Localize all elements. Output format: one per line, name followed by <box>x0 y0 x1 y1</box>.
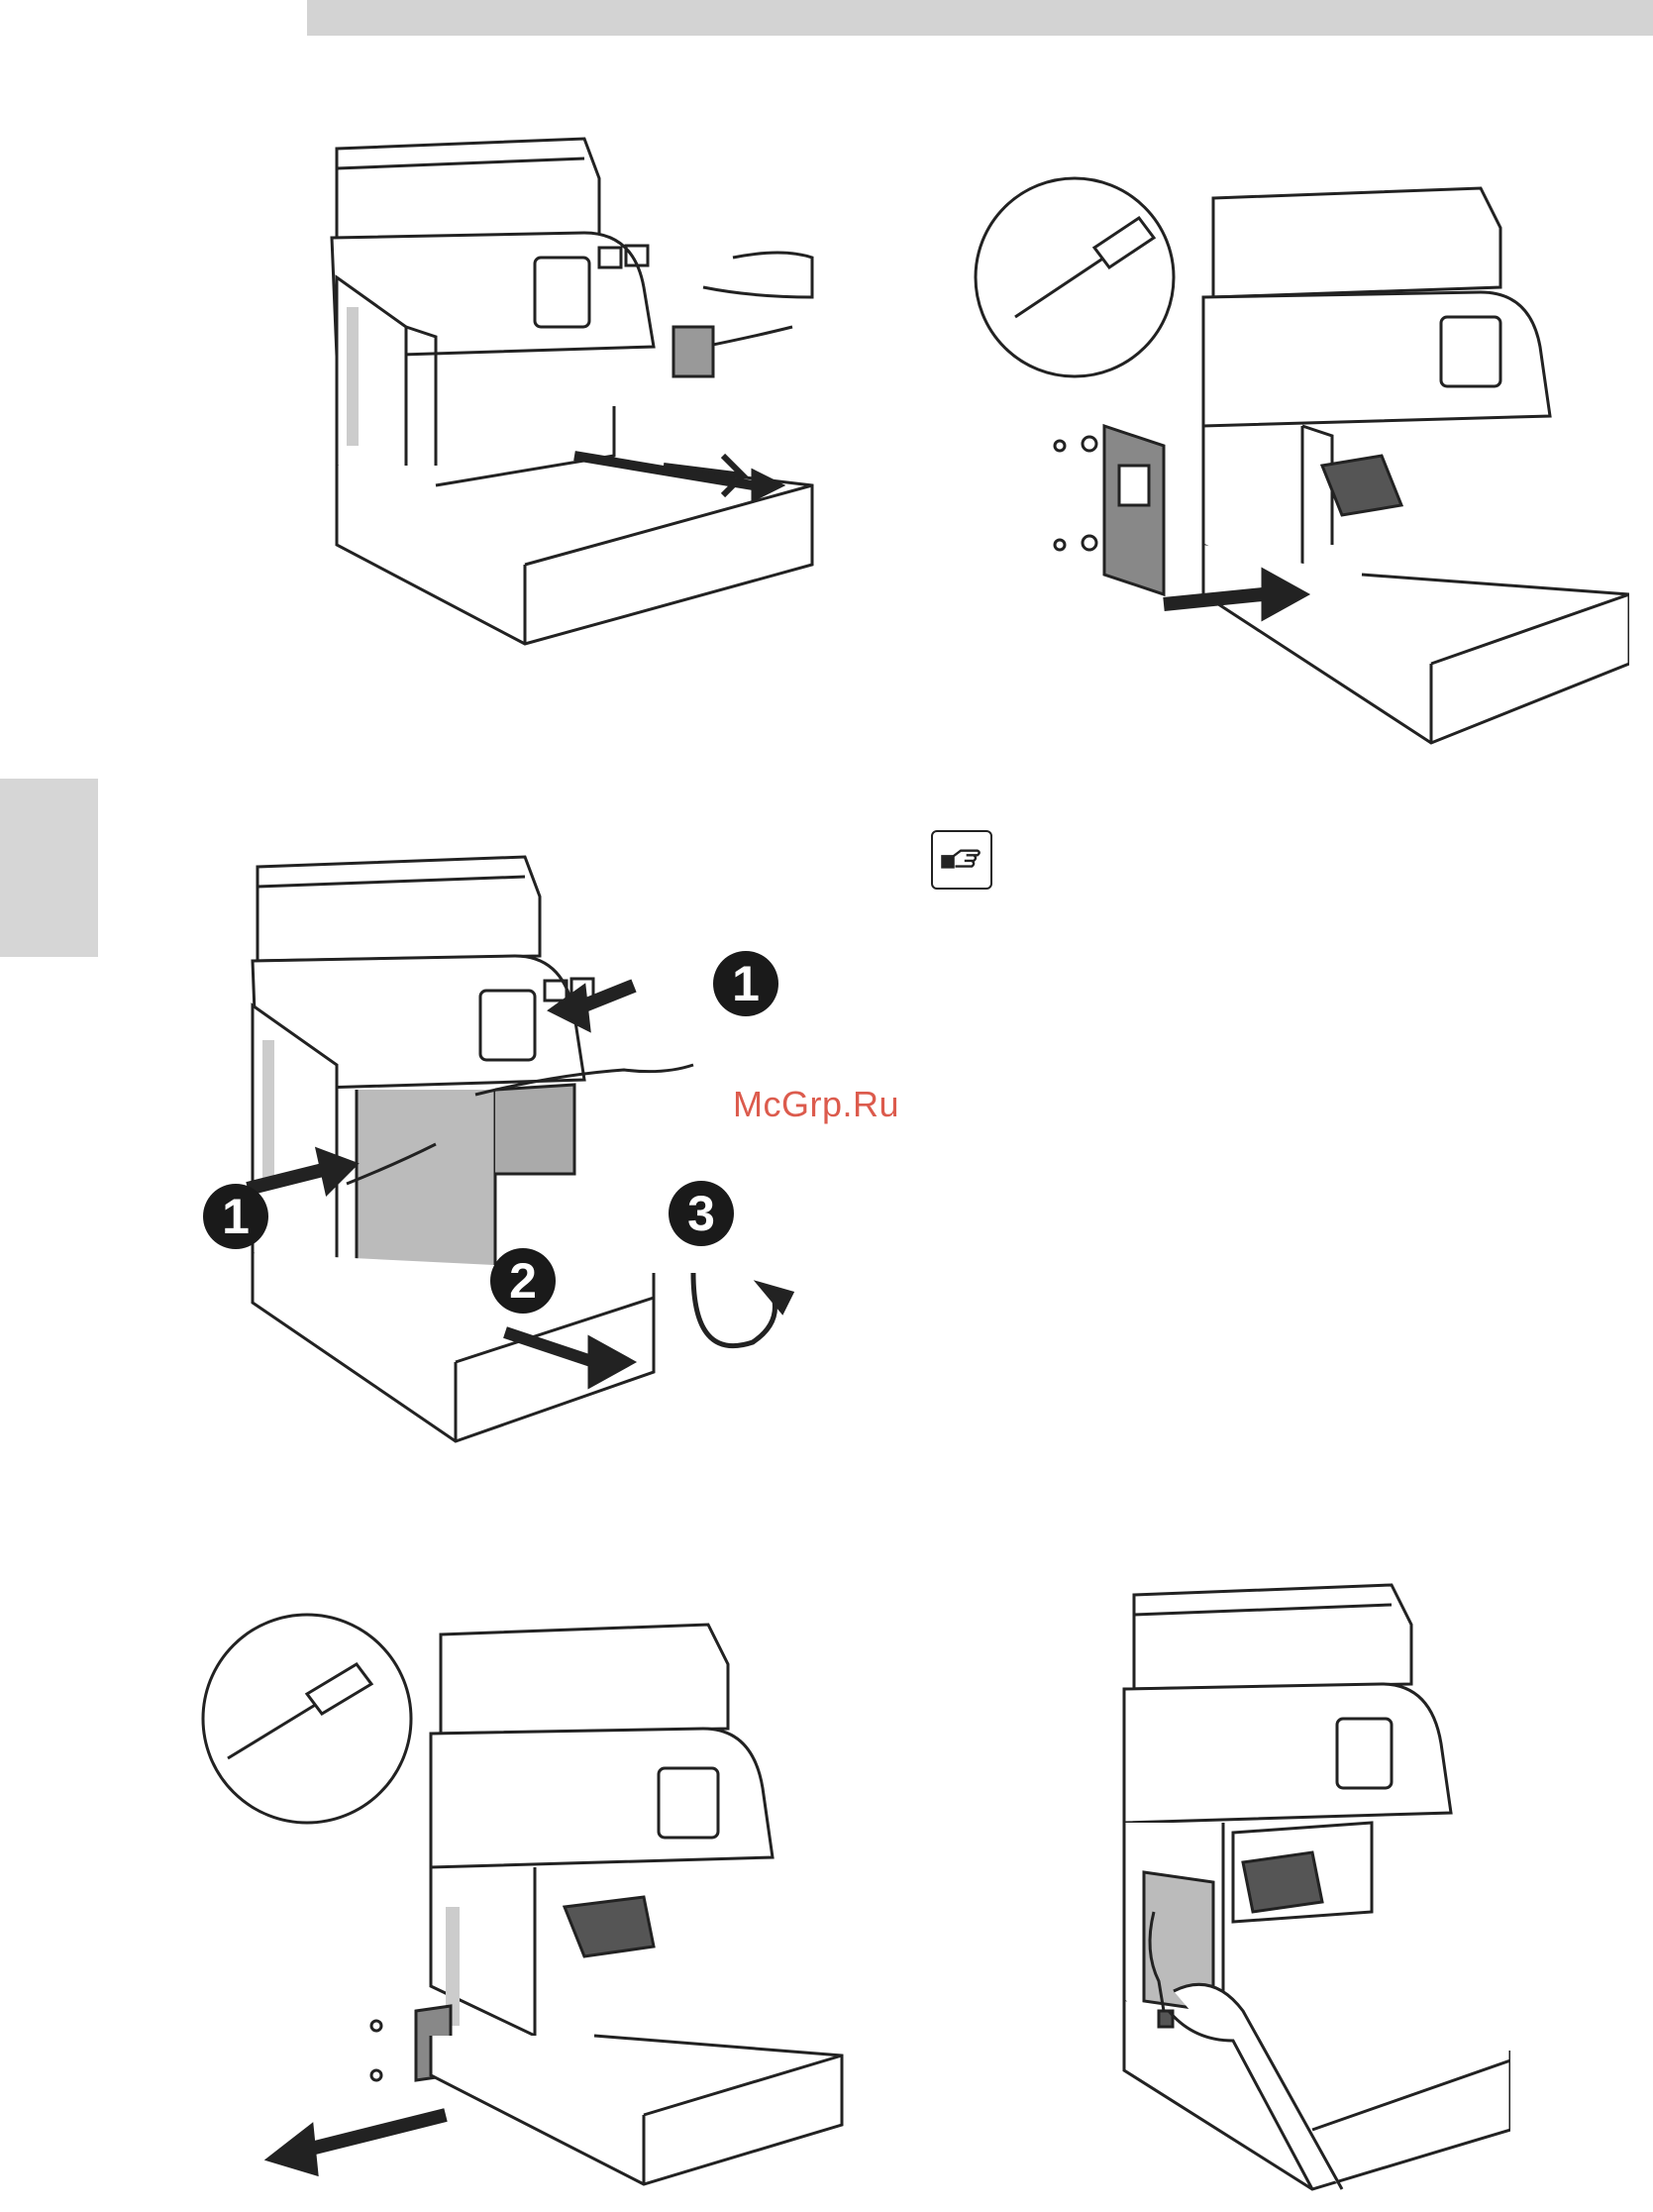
step-badge-1-left: 1 <box>203 1184 268 1249</box>
illustration-numbered-steps <box>198 847 822 1461</box>
header-bar <box>307 0 1653 36</box>
pointing-hand-icon <box>931 830 992 890</box>
step-badge-3: 3 <box>669 1181 734 1246</box>
watermark: McGrp.Ru <box>733 1084 899 1125</box>
illustration-remove-panel <box>198 1610 852 2194</box>
illustration-disconnect-cable <box>1114 1575 1510 2199</box>
section-tab <box>0 779 98 957</box>
illustration-remove-brew-unit <box>317 129 832 684</box>
step-badge-2: 2 <box>490 1248 556 1314</box>
step-badge-1-right: 1 <box>713 951 778 1016</box>
illustration-side-panel-screws <box>966 168 1629 792</box>
